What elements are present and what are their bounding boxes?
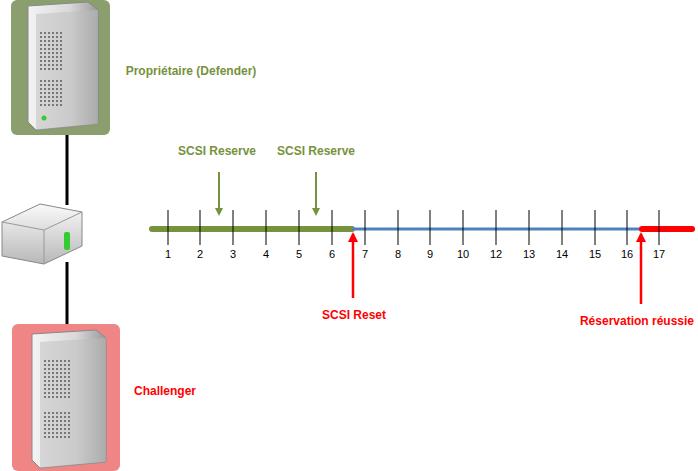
tick-number: 8 bbox=[395, 248, 401, 260]
event-label: Réservation réussie bbox=[580, 315, 694, 328]
reserve-arrow bbox=[315, 172, 317, 214]
tick-number: 5 bbox=[296, 248, 302, 260]
tick-number: 2 bbox=[197, 248, 203, 260]
tick-number: 16 bbox=[621, 248, 633, 260]
challenger-label: Challenger bbox=[134, 385, 196, 398]
tick-number: 7 bbox=[362, 248, 368, 260]
tick-number: 4 bbox=[263, 248, 269, 260]
defender-panel bbox=[11, 0, 110, 135]
tick-number: 17 bbox=[653, 248, 665, 260]
server-icon bbox=[28, 2, 98, 130]
tick-number: 10 bbox=[457, 248, 469, 260]
tick-number: 12 bbox=[490, 248, 502, 260]
tick-number: 13 bbox=[523, 248, 535, 260]
timeline-challenger bbox=[642, 226, 692, 232]
tick-number: 6 bbox=[329, 248, 335, 260]
reset-arrow bbox=[352, 234, 355, 298]
tick-number: 1 bbox=[165, 248, 171, 260]
server-icon bbox=[32, 330, 106, 468]
reserve-arrow bbox=[218, 172, 220, 214]
storage-device bbox=[2, 204, 82, 264]
timeline-contest bbox=[352, 228, 642, 231]
challenger-panel bbox=[12, 324, 120, 471]
tick-marks bbox=[168, 210, 659, 245]
success-arrow bbox=[640, 234, 643, 304]
wire bbox=[66, 134, 69, 205]
owner-label: Propriétaire (Defender) bbox=[126, 65, 257, 78]
tick-number: 14 bbox=[556, 248, 568, 260]
wire bbox=[66, 262, 69, 326]
signal-label: SCSI Reserve bbox=[277, 145, 355, 158]
timeline-defender bbox=[152, 226, 352, 232]
tick-number: 9 bbox=[427, 248, 433, 260]
signal-label: SCSI Reserve bbox=[178, 145, 256, 158]
tick-number: 3 bbox=[230, 248, 236, 260]
tick-number: 15 bbox=[589, 248, 601, 260]
signal-label: SCSI Reset bbox=[322, 309, 386, 322]
